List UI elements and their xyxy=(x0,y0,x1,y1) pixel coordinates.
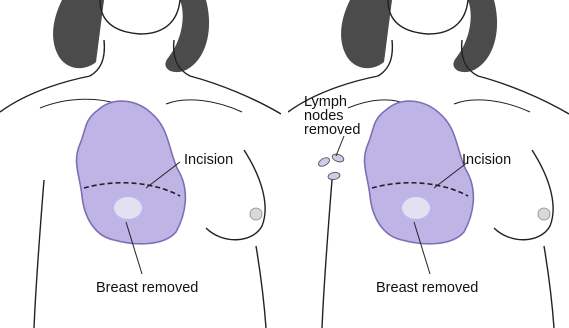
collarbone xyxy=(166,100,242,112)
label-lymph-line3: removed xyxy=(304,122,360,138)
chin xyxy=(388,0,468,34)
illustration-mastectomy: Incision Breast removed xyxy=(0,0,281,328)
nipple xyxy=(538,208,550,220)
lymph-node xyxy=(331,153,345,164)
label-incision: Incision xyxy=(462,152,511,168)
lymph-node xyxy=(317,156,331,168)
shoulder xyxy=(190,76,281,114)
nipple-area xyxy=(114,197,142,219)
chin xyxy=(100,0,180,34)
arm-outline xyxy=(34,180,44,328)
arm-outline xyxy=(256,246,266,328)
hair xyxy=(453,0,497,72)
arm-outline xyxy=(544,246,554,328)
label-breast-removed: Breast removed xyxy=(96,280,198,296)
illustration-modified-radical: Lymph nodes removed Incision Breast remo… xyxy=(288,0,569,328)
lymph-nodes-leader xyxy=(336,136,344,156)
diagram-panel-modified-radical: Lymph nodes removed Incision Breast remo… xyxy=(288,0,569,328)
nipple xyxy=(250,208,262,220)
hair xyxy=(341,0,392,68)
label-breast-removed: Breast removed xyxy=(376,280,478,296)
excision-area xyxy=(365,101,474,244)
lymph-node xyxy=(327,172,340,181)
hair xyxy=(165,0,209,72)
label-incision: Incision xyxy=(184,152,233,168)
shoulder xyxy=(478,76,569,114)
excision-area xyxy=(77,101,186,244)
nipple-area xyxy=(402,197,430,219)
collarbone xyxy=(454,100,530,112)
arm-outline xyxy=(322,180,332,328)
diagram-panel-mastectomy: Incision Breast removed xyxy=(0,0,281,328)
hair xyxy=(53,0,104,68)
